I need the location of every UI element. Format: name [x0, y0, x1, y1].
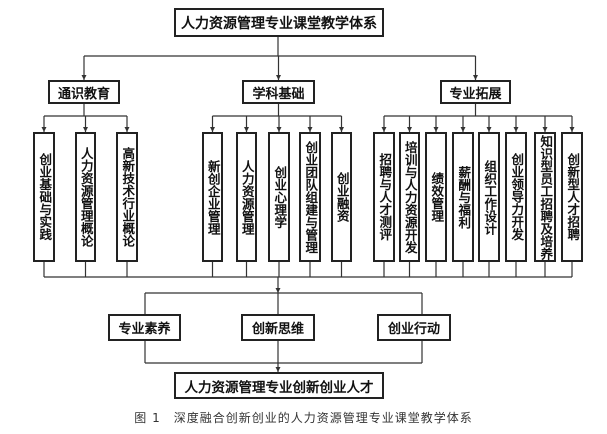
course-label: 培训与人力资源开发 [402, 140, 418, 254]
arrowhead-icon [473, 75, 478, 80]
course-box: 人力资源管理概论 [75, 132, 96, 262]
course-label: 组织工作设计 [482, 159, 498, 235]
course-box: 创业基础与实践 [33, 132, 55, 262]
arrowhead-icon [460, 127, 466, 132]
arrowhead-icon [275, 367, 281, 372]
course-box: 创业团队组建与管理 [299, 132, 321, 262]
course-box: 创业融资 [331, 132, 352, 262]
course-box: 招聘与人才测评 [373, 132, 395, 262]
course-box: 新创企业管理 [202, 132, 223, 262]
category-box-professional-extension: 专业拓展 [440, 80, 511, 104]
course-box: 人力资源管理 [236, 132, 257, 262]
arrowhead-icon [433, 127, 439, 132]
course-box: 组织工作设计 [478, 132, 500, 262]
course-box: 绩效管理 [425, 132, 447, 262]
quality-professional-box: 专业素养 [108, 314, 181, 341]
arrowhead-icon [244, 127, 249, 132]
course-label: 知识型员工招聘及培养 [538, 134, 554, 260]
course-label: 创业基础与实践 [37, 153, 53, 241]
arrowhead-icon [569, 127, 575, 132]
arrowhead-icon [307, 127, 313, 132]
course-label: 人力资源管理 [239, 159, 255, 235]
arrowhead-icon [542, 127, 548, 132]
course-box: 创新型人才招聘 [561, 132, 583, 262]
arrowhead-icon [83, 127, 88, 132]
course-label: 绩效管理 [429, 172, 445, 222]
course-label: 新创企业管理 [205, 159, 221, 235]
root-title-box: 人力资源管理专业课堂教学体系 [174, 8, 384, 37]
course-box: 创业领导力开发 [505, 132, 527, 262]
course-label: 创业心理学 [272, 165, 288, 229]
category-label: 专业拓展 [449, 86, 502, 102]
quality-label: 创新思维 [251, 322, 304, 337]
outcome-label: 人力资源管理专业创新创业人才 [184, 379, 374, 396]
course-label: 创业团队组建与管理 [303, 140, 319, 254]
arrowhead-icon [513, 127, 519, 132]
quality-label: 创业行动 [387, 322, 440, 337]
quality-innovation-box: 创新思维 [241, 314, 315, 341]
course-label: 创新型人才招聘 [565, 153, 581, 241]
arrowhead-icon [81, 75, 87, 80]
arrowhead-icon [276, 75, 281, 80]
course-label: 创业融资 [334, 172, 350, 222]
figure-caption: 图 1 深度融合创新创业的人力资源管理专业课堂教学体系 [134, 411, 473, 425]
arrowhead-icon [210, 127, 215, 132]
course-box: 薪酬与福利 [452, 132, 474, 262]
course-label: 创业领导力开发 [509, 153, 525, 241]
course-box: 创业心理学 [268, 132, 290, 262]
course-label: 薪酬与福利 [456, 165, 472, 229]
arrowhead-icon [275, 288, 281, 293]
outcome-box: 人力资源管理专业创新创业人才 [174, 372, 384, 399]
course-box: 知识型员工招聘及培养 [534, 132, 556, 262]
course-label: 招聘与人才测评 [377, 153, 393, 241]
arrowhead-icon [407, 127, 412, 132]
course-box: 高新技术行业概论 [116, 132, 138, 262]
category-label: 通识教育 [57, 86, 110, 102]
category-label: 学科基础 [252, 86, 305, 102]
arrowhead-icon [486, 127, 492, 132]
category-box-general-education: 通识教育 [48, 80, 120, 104]
root-title: 人力资源管理专业课堂教学体系 [181, 15, 377, 32]
course-label: 人力资源管理概论 [78, 147, 94, 247]
course-box: 培训与人力资源开发 [399, 132, 420, 262]
arrowhead-icon [339, 127, 344, 132]
arrowhead-icon [381, 127, 387, 132]
arrowhead-icon [276, 127, 282, 132]
quality-entrepreneurship-box: 创业行动 [377, 314, 451, 341]
category-box-discipline-foundation: 学科基础 [242, 80, 315, 104]
arrowhead-icon [124, 127, 130, 132]
arrowhead-icon [41, 127, 47, 132]
quality-label: 专业素养 [118, 322, 171, 337]
course-label: 高新技术行业概论 [120, 147, 136, 247]
